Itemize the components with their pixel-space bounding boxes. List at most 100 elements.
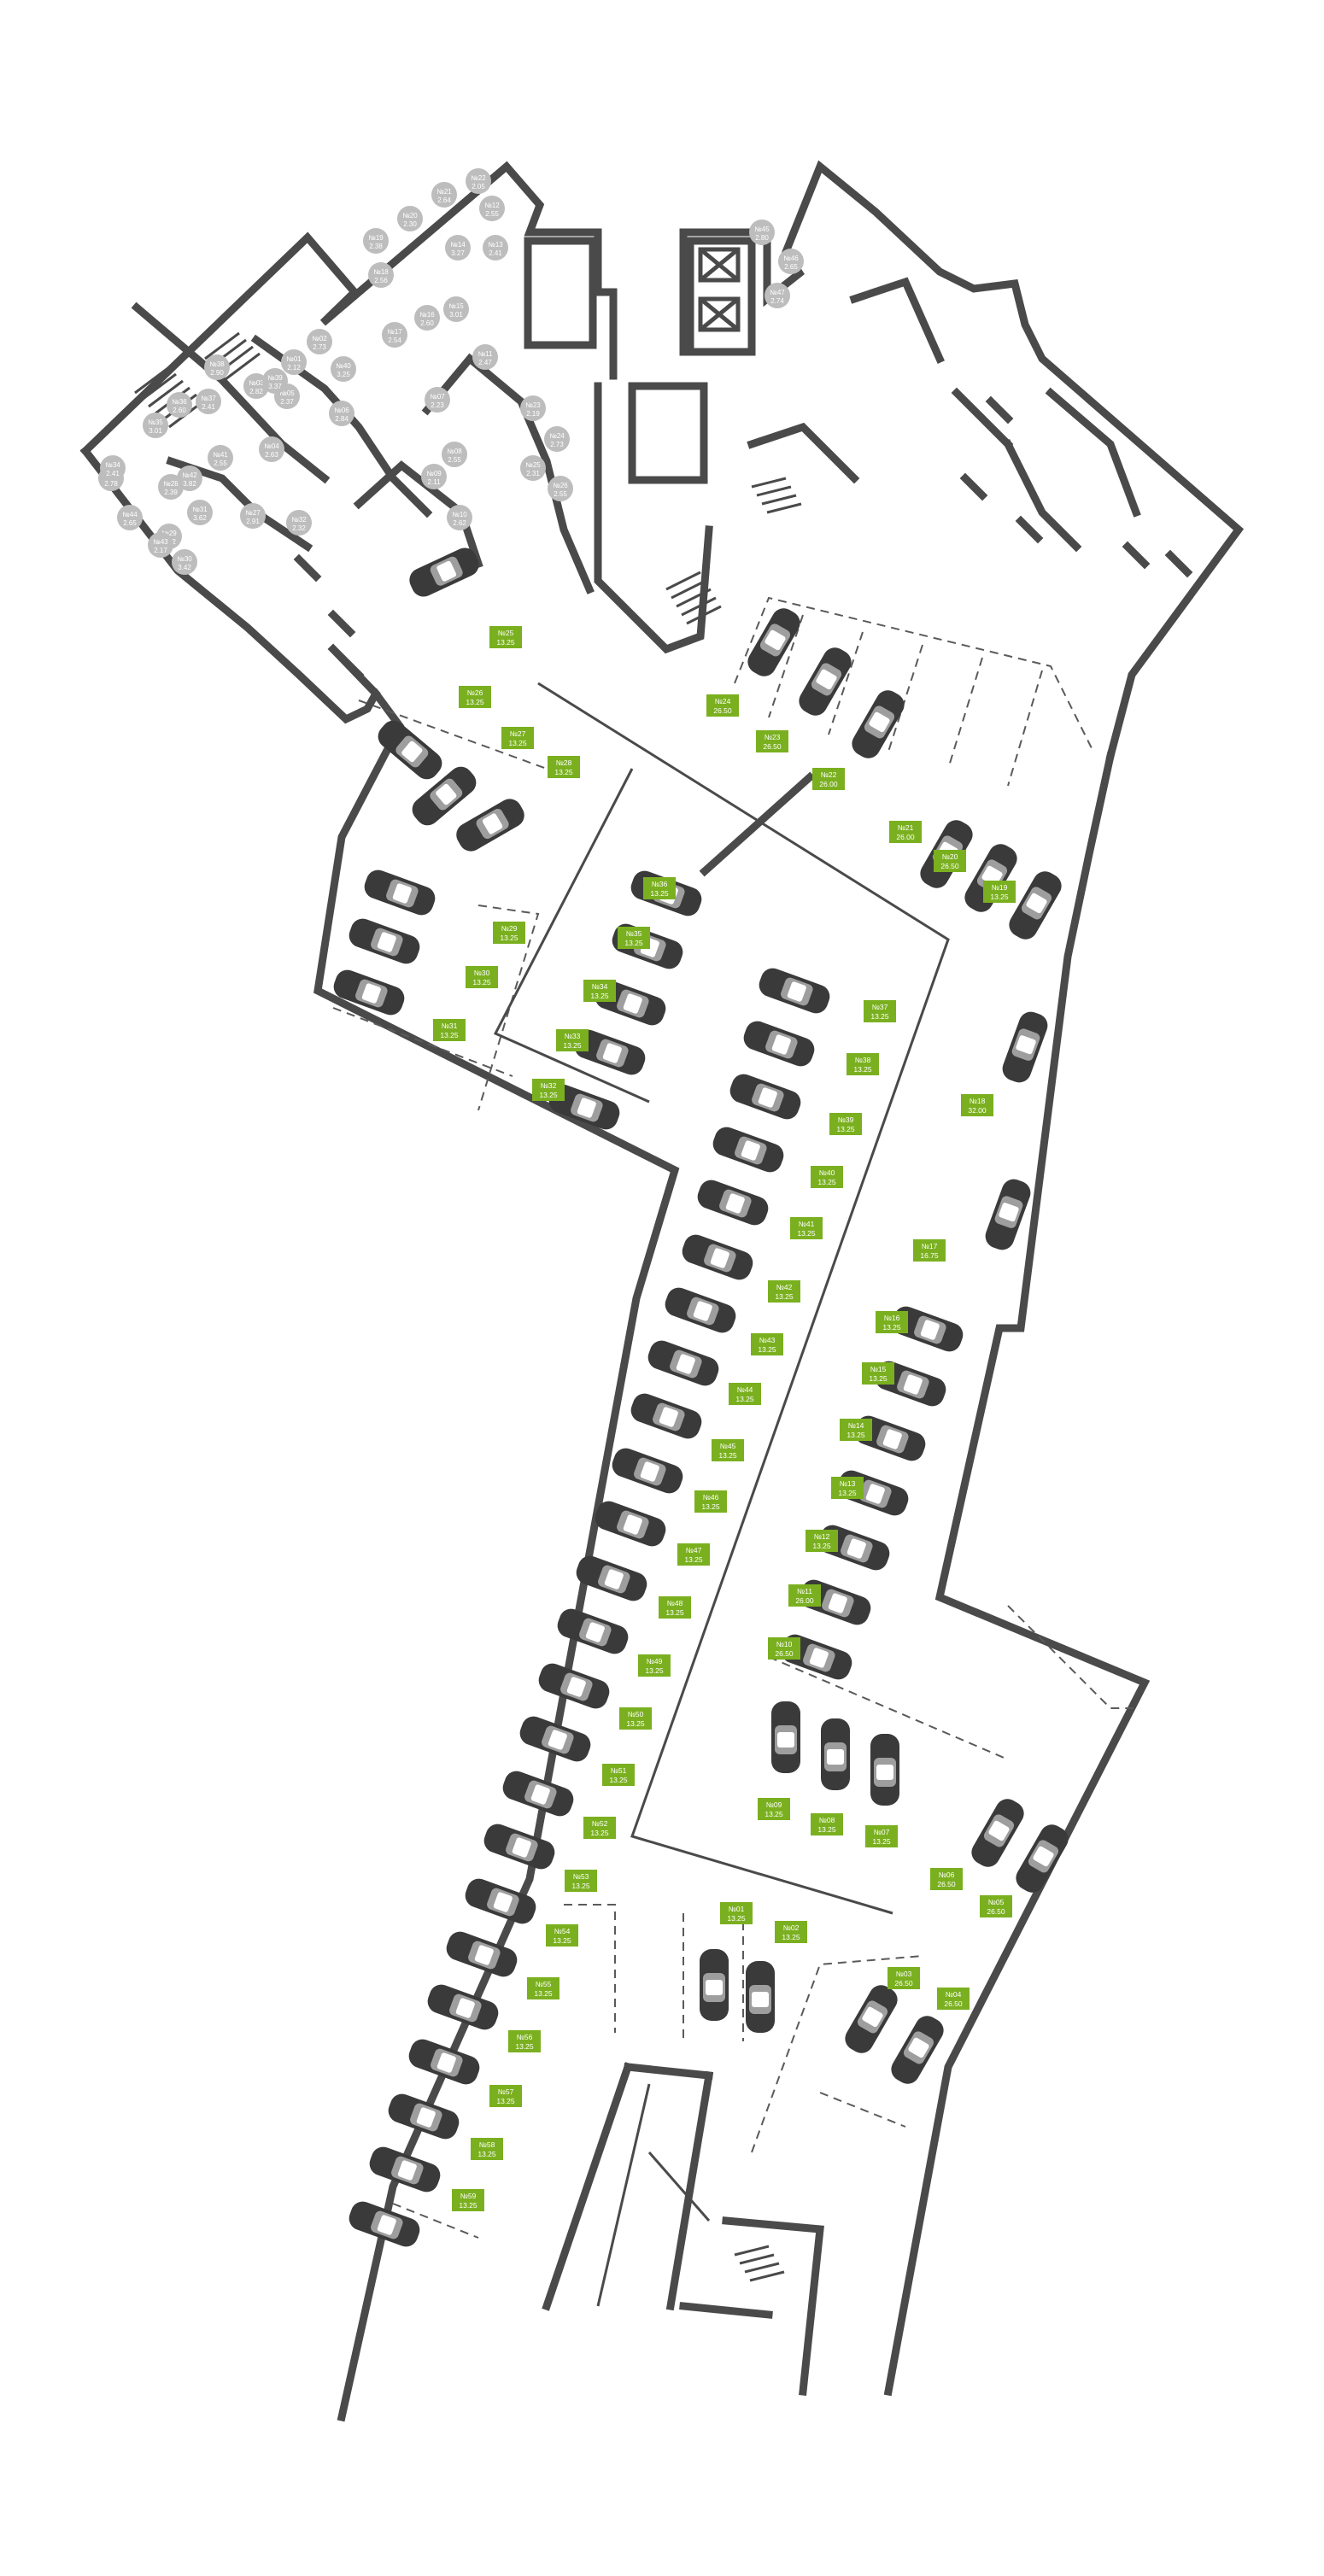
storage-room-s13[interactable]: №132.41: [483, 235, 508, 261]
parking-spot-p54[interactable]: №5413.25: [546, 1924, 578, 1947]
storage-room-s07[interactable]: №072.23: [425, 387, 450, 413]
storage-room-s16[interactable]: №162.60: [414, 305, 440, 331]
parking-spot-p32[interactable]: №3213.25: [532, 1079, 565, 1101]
storage-room-s10[interactable]: №102.62: [447, 505, 472, 530]
storage-room-s39[interactable]: №393.37: [262, 368, 288, 394]
parking-spot-p05[interactable]: №0526.50: [980, 1895, 1012, 1917]
parking-spot-p09[interactable]: №0913.25: [758, 1798, 790, 1820]
storage-room-s27[interactable]: №272.91: [240, 503, 266, 529]
parking-spot-p38[interactable]: №3813.25: [847, 1053, 879, 1075]
parking-spot-p56[interactable]: №5613.25: [508, 2030, 541, 2052]
parking-spot-p47[interactable]: №4713.25: [677, 1543, 710, 1566]
parking-spot-p59[interactable]: №5913.25: [452, 2189, 484, 2211]
parking-spot-p46[interactable]: №4613.25: [694, 1490, 727, 1513]
parking-spot-p35[interactable]: №3513.25: [618, 927, 650, 949]
parking-spot-p23[interactable]: №2326.50: [756, 730, 788, 752]
parking-spot-p44[interactable]: №4413.25: [729, 1383, 761, 1405]
parking-spot-p31[interactable]: №3113.25: [433, 1019, 466, 1041]
parking-spot-p06[interactable]: №0626.50: [930, 1868, 963, 1890]
parking-spot-p37[interactable]: №3713.25: [864, 1000, 896, 1022]
parking-spot-p48[interactable]: №4813.25: [659, 1596, 691, 1619]
storage-room-s08[interactable]: №082.55: [442, 442, 467, 467]
storage-room-s22[interactable]: №222.05: [466, 168, 491, 194]
storage-room-s37[interactable]: №372.41: [196, 389, 221, 414]
storage-room-s06[interactable]: №062.84: [329, 401, 354, 426]
parking-spot-p43[interactable]: №4313.25: [751, 1333, 783, 1355]
parking-spot-p08[interactable]: №0813.25: [811, 1813, 843, 1835]
parking-spot-p10[interactable]: №1026.50: [768, 1637, 800, 1660]
parking-spot-p41[interactable]: №4113.25: [790, 1217, 823, 1239]
parking-spot-p03[interactable]: №0326.50: [888, 1967, 920, 1989]
storage-room-s09[interactable]: №092.11: [421, 464, 447, 489]
storage-room-s40[interactable]: №403.25: [331, 356, 356, 382]
parking-spot-p33[interactable]: №3313.25: [556, 1029, 589, 1051]
parking-spot-p45[interactable]: №4513.25: [712, 1439, 744, 1461]
parking-spot-p22[interactable]: №2226.00: [812, 768, 845, 790]
storage-room-s46[interactable]: №462.65: [778, 249, 804, 274]
storage-room-s32[interactable]: №322.32: [286, 510, 312, 536]
parking-spot-p25[interactable]: №2513.25: [489, 626, 522, 648]
parking-spot-p34[interactable]: №3413.25: [583, 980, 616, 1002]
parking-spot-p18[interactable]: №1832.00: [961, 1094, 993, 1116]
parking-spot-p52[interactable]: №5213.25: [583, 1817, 616, 1839]
storage-room-s36[interactable]: №362.60: [167, 392, 192, 418]
parking-spot-p17[interactable]: №1716.75: [913, 1239, 946, 1262]
storage-room-s12[interactable]: №122.55: [479, 196, 505, 221]
parking-spot-p39[interactable]: №3913.25: [829, 1113, 862, 1135]
storage-room-s04[interactable]: №042.63: [259, 436, 284, 462]
parking-spot-p20[interactable]: №2026.50: [934, 850, 966, 872]
parking-spot-p26[interactable]: №2613.25: [459, 686, 491, 708]
storage-room-s23[interactable]: №232.19: [520, 395, 546, 421]
parking-spot-p14[interactable]: №1413.25: [840, 1419, 872, 1441]
storage-room-s43[interactable]: №432.17: [148, 532, 173, 558]
parking-spot-p12[interactable]: №1213.25: [806, 1530, 838, 1552]
parking-spot-p02[interactable]: №0213.25: [775, 1921, 807, 1943]
storage-room-s02[interactable]: №022.73: [307, 329, 332, 354]
parking-spot-p15[interactable]: №1513.25: [862, 1362, 894, 1385]
parking-spot-p42[interactable]: №4213.25: [768, 1280, 800, 1303]
parking-spot-p55[interactable]: №5513.25: [527, 1977, 559, 1999]
parking-spot-p40[interactable]: №4013.25: [811, 1166, 843, 1188]
storage-room-s11[interactable]: №112.47: [472, 344, 498, 370]
parking-spot-p04[interactable]: №0426.50: [937, 1988, 970, 2010]
parking-spot-p27[interactable]: №2713.25: [501, 727, 534, 749]
parking-spot-p58[interactable]: №5813.25: [471, 2138, 503, 2160]
storage-room-s47[interactable]: №472.74: [765, 283, 790, 308]
parking-spot-p53[interactable]: №5313.25: [565, 1870, 597, 1892]
storage-room-s41[interactable]: №412.55: [208, 445, 233, 471]
storage-room-s26[interactable]: №262.55: [548, 476, 573, 501]
storage-room-s31[interactable]: №313.62: [187, 500, 213, 525]
storage-room-s45[interactable]: №452.80: [749, 220, 775, 245]
storage-room-s35[interactable]: №353.01: [143, 413, 168, 438]
storage-room-s24[interactable]: №242.73: [544, 426, 570, 452]
parking-spot-p16[interactable]: №1613.25: [876, 1311, 908, 1333]
parking-spot-p24[interactable]: №2426.50: [706, 694, 739, 717]
storage-room-s44[interactable]: №442.65: [117, 505, 143, 530]
storage-room-s01[interactable]: №012.12: [281, 349, 307, 375]
storage-room-s19[interactable]: №192.38: [363, 228, 389, 254]
storage-room-s15[interactable]: №153.01: [443, 296, 469, 322]
storage-room-s25[interactable]: №252.31: [520, 455, 546, 481]
parking-spot-p11[interactable]: №1126.00: [788, 1584, 821, 1607]
storage-room-s18[interactable]: №182.56: [368, 262, 394, 288]
parking-spot-p29[interactable]: №2913.25: [493, 922, 525, 944]
parking-spot-p01[interactable]: №0113.25: [720, 1902, 753, 1924]
storage-room-s30[interactable]: №303.42: [172, 549, 197, 575]
parking-spot-p30[interactable]: №3013.25: [466, 966, 498, 988]
storage-room-s17[interactable]: №172.54: [382, 322, 407, 348]
parking-spot-p13[interactable]: №1313.25: [831, 1477, 864, 1499]
storage-room-s20[interactable]: №202.30: [397, 206, 423, 231]
parking-spot-p51[interactable]: №5113.25: [602, 1764, 635, 1786]
parking-spot-p07[interactable]: №0713.25: [865, 1825, 898, 1847]
storage-room-s42[interactable]: №423.82: [177, 465, 202, 491]
parking-spot-p28[interactable]: №2813.25: [548, 756, 580, 778]
storage-room-s38[interactable]: №382.90: [204, 354, 230, 380]
parking-spot-p21[interactable]: №2126.00: [889, 821, 922, 843]
storage-room-s21[interactable]: №212.64: [431, 182, 457, 208]
parking-spot-p36[interactable]: №3613.25: [643, 877, 676, 899]
parking-spot-p57[interactable]: №5713.25: [489, 2085, 522, 2107]
storage-room-s34[interactable]: №342.41: [100, 455, 126, 481]
parking-spot-p19[interactable]: №1913.25: [983, 881, 1016, 903]
parking-spot-p50[interactable]: №5013.25: [619, 1707, 652, 1730]
parking-spot-p49[interactable]: №4913.25: [638, 1654, 671, 1677]
